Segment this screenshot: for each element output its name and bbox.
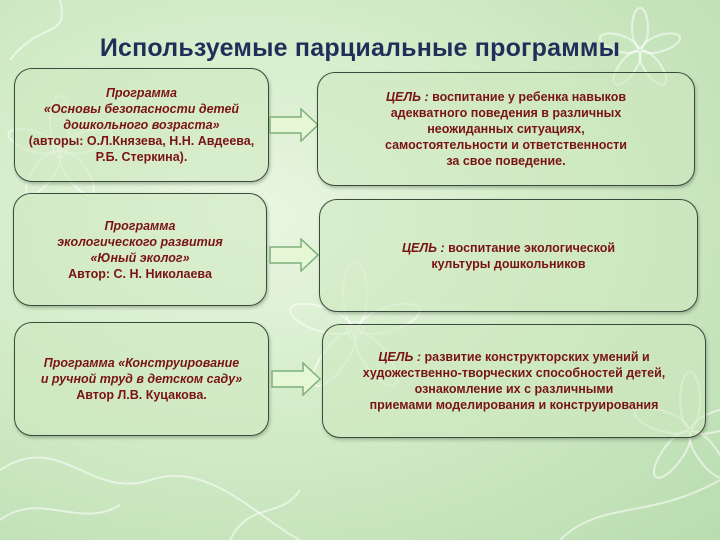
program-line: экологического развития [57, 234, 223, 249]
goal-box-young-ecologist: ЦЕЛЬ : воспитание экологической культуры… [319, 199, 698, 312]
program-line: Программа [106, 86, 177, 100]
right-arrow-icon [269, 108, 319, 142]
goal-line: культуры дошкольников [431, 256, 586, 271]
program-box-construction: Программа «Конструирование и ручной труд… [14, 322, 269, 436]
program-line: дошкольного возраста» [63, 118, 220, 132]
goal-text: ЦЕЛЬ : воспитание экологической культуры… [402, 240, 615, 272]
program-text: Программа «Основы безопасности детей дош… [29, 85, 254, 165]
goal-line: самостоятельности и ответственности [385, 138, 627, 152]
goal-text: ЦЕЛЬ : развитие конструкторских умений и… [363, 349, 665, 413]
goal-line: ЦЕЛЬ : воспитание экологической [401, 240, 616, 255]
program-box-young-ecologist: Программа экологического развития «Юный … [13, 193, 267, 306]
program-line: Программа [104, 218, 176, 233]
goal-line: неожиданных ситуациях, [427, 122, 585, 136]
program-line: «Основы безопасности детей [43, 102, 240, 116]
goal-line: приемами моделирования и конструирования [369, 398, 659, 412]
goal-text: ЦЕЛЬ : воспитание у ребенка навыков адек… [385, 89, 627, 169]
right-arrow-icon [271, 362, 321, 396]
program-box-safety: Программа «Основы безопасности детей дош… [14, 68, 269, 182]
program-line: Автор: С. Н. Николаева [68, 266, 212, 281]
goal-label: ЦЕЛЬ : [378, 350, 421, 364]
goal-line: за свое поведение. [446, 154, 566, 168]
program-text: Программа экологического развития «Юный … [57, 218, 222, 282]
goal-box-safety: ЦЕЛЬ : воспитание у ребенка навыков адек… [317, 72, 695, 186]
program-text: Программа «Конструирование и ручной труд… [41, 355, 242, 403]
goal-line: художественно-творческих способностей де… [362, 366, 666, 380]
goal-line: ЦЕЛЬ : развитие конструкторских умений и [378, 350, 650, 364]
goal-line: адекватного поведения в различных [390, 106, 622, 120]
goal-line: ознакомление их с различными [414, 382, 614, 396]
program-line: «Юный эколог» [90, 250, 190, 265]
program-line: и ручной труд в детском саду» [40, 372, 243, 386]
program-line: Р.Б. Стеркина). [95, 150, 188, 164]
program-line: (авторы: О.Л.Князева, Н.Н. Авдеева, [28, 134, 255, 148]
goal-label: ЦЕЛЬ : [401, 240, 445, 255]
page-title: Используемые парциальные программы [99, 34, 621, 62]
program-line: Автор Л.В. Куцакова. [76, 388, 207, 402]
right-arrow-icon [269, 238, 319, 272]
goal-label: ЦЕЛЬ : [385, 90, 429, 104]
goal-line: ЦЕЛЬ : воспитание у ребенка навыков [385, 90, 627, 104]
program-line: Программа «Конструирование [43, 356, 240, 370]
goal-box-construction: ЦЕЛЬ : развитие конструкторских умений и… [322, 324, 706, 438]
